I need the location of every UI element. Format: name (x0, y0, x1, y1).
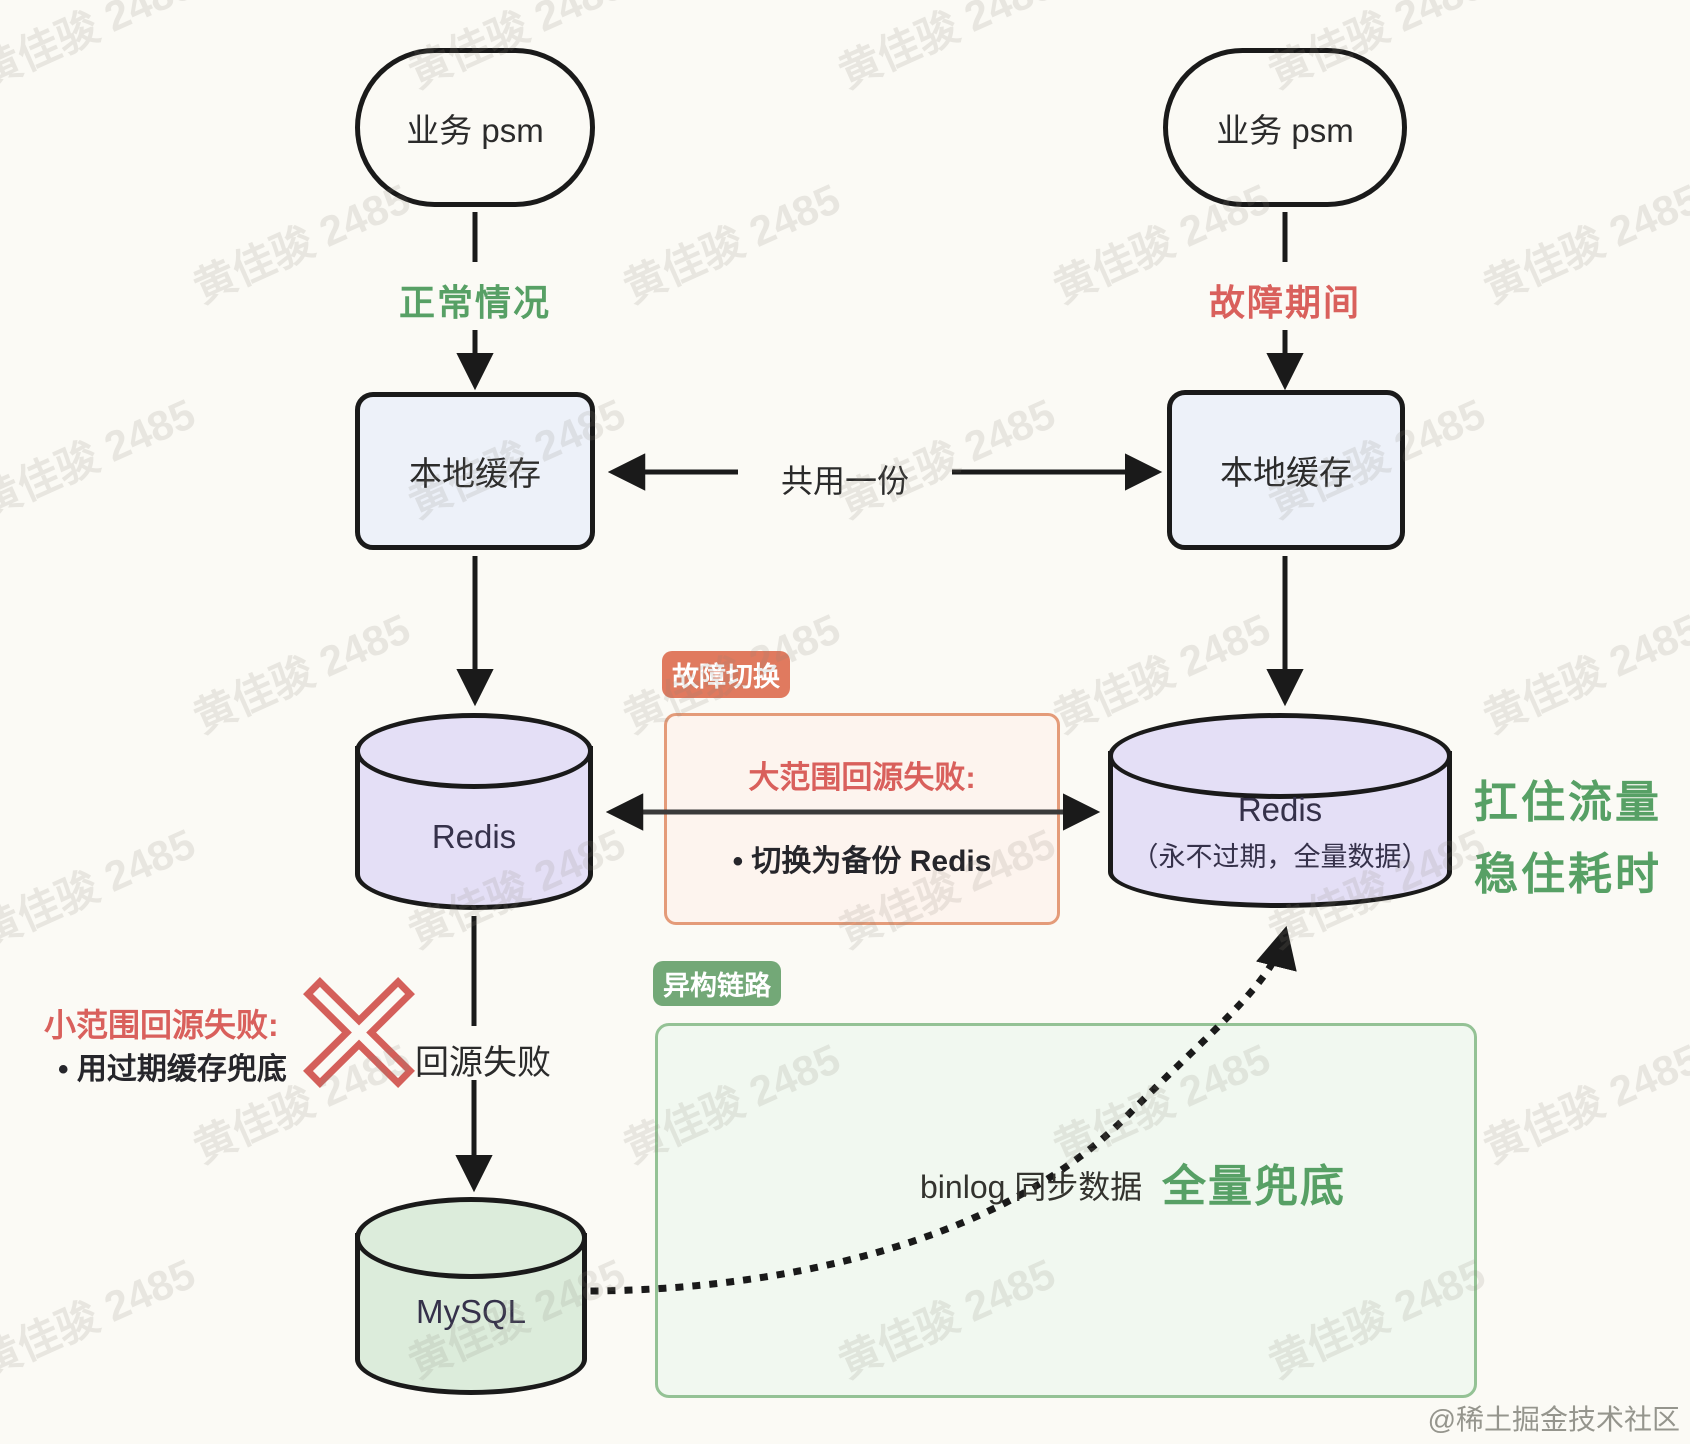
state-label-normal: 正常情况 (398, 282, 551, 323)
failure-cross-icon (303, 977, 415, 1088)
throughput-note-line1: 扛住流量 (1474, 778, 1662, 827)
watermark: 黄佳骏 2485 (0, 1249, 202, 1387)
node-redis-left-label: Redis (431, 817, 517, 855)
node-local-cache-left-label: 本地缓存 (409, 455, 541, 492)
node-psm-right: 业务 psm (1163, 48, 1407, 207)
watermark: 黄佳骏 2485 (1476, 1034, 1690, 1172)
failover-note-title: 大范围回源失败: (748, 760, 976, 795)
failover-badge-label: 故障切换 (672, 662, 780, 692)
community-credit: @稀土掘金技术社区 (1427, 1404, 1680, 1435)
node-redis-right: Redis （永不过期，全量数据） (1108, 713, 1452, 908)
node-mysql: MySQL (355, 1197, 587, 1395)
failover-note-bullet: • 切换为备份 Redis (732, 845, 992, 878)
watermark: 黄佳骏 2485 (0, 389, 202, 527)
hetero-badge: 异构链路 (653, 961, 781, 1006)
node-psm-right-label: 业务 psm (1216, 111, 1354, 149)
hetero-link-box (655, 1023, 1477, 1398)
back-to-source-fail-label: 回源失败 (415, 1044, 551, 1082)
failover-badge: 故障切换 (662, 651, 790, 698)
watermark: 黄佳骏 2485 (0, 0, 202, 97)
watermark: 黄佳骏 2485 (831, 0, 1062, 97)
watermark: 黄佳骏 2485 (186, 604, 417, 742)
node-local-cache-right: 本地缓存 (1167, 390, 1405, 550)
full-backup-label: 全量兜底 (1162, 1162, 1346, 1211)
watermark: 黄佳骏 2485 (1476, 604, 1690, 742)
node-redis-right-label: Redis (1237, 790, 1323, 828)
node-psm-left-label: 业务 psm (406, 111, 544, 149)
watermark: 黄佳骏 2485 (1476, 174, 1690, 312)
node-redis-right-sublabel: （永不过期，全量数据） (1131, 841, 1429, 872)
share-copy-label: 共用一份 (780, 463, 909, 499)
state-label-failure: 故障期间 (1208, 282, 1361, 323)
throughput-note-line2: 稳住耗时 (1474, 850, 1662, 899)
binlog-sync-label: binlog 同步数据 (920, 1169, 1143, 1205)
small-fail-title: 小范围回源失败: (44, 1007, 279, 1043)
failover-note-box: 大范围回源失败: • 切换为备份 Redis (664, 713, 1060, 925)
watermark: 黄佳骏 2485 (616, 174, 847, 312)
node-local-cache-right-label: 本地缓存 (1220, 454, 1352, 491)
watermark: 黄佳骏 2485 (0, 819, 202, 957)
node-mysql-label: MySQL (415, 1292, 527, 1330)
hetero-badge-label: 异构链路 (663, 971, 771, 1001)
small-fail-bullet: • 用过期缓存兜底 (58, 1053, 287, 1086)
node-local-cache-left: 本地缓存 (355, 392, 595, 550)
node-psm-left: 业务 psm (355, 48, 595, 207)
node-redis-left: Redis (355, 713, 593, 910)
